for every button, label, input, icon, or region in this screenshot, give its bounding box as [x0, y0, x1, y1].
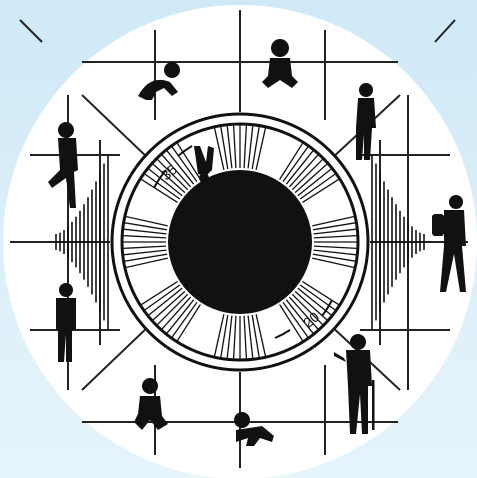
black-center-disc	[168, 170, 312, 314]
